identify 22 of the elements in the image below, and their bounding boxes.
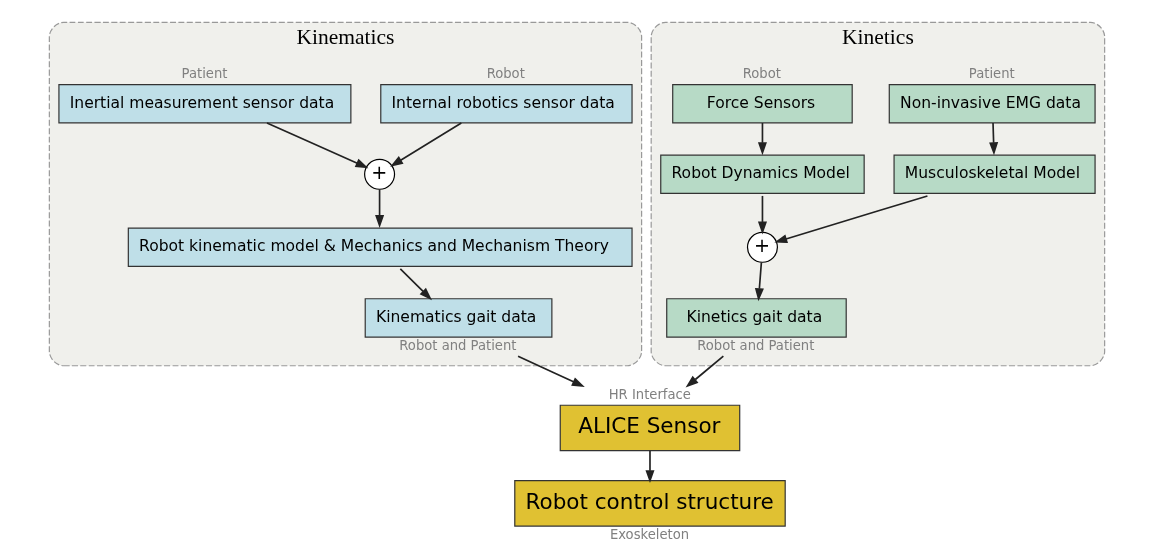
arrow	[757, 122, 767, 156]
node-label: Robot and Patient	[398, 337, 516, 353]
node-label: Patient	[968, 66, 1015, 82]
node-circle: +	[363, 158, 395, 190]
arrow	[773, 195, 928, 244]
node-label: Robot	[742, 66, 781, 82]
arrow	[389, 122, 462, 167]
arrow	[685, 355, 724, 388]
node-label: Patient	[181, 66, 227, 82]
arrow	[265, 122, 368, 169]
arrow	[754, 261, 764, 302]
node-label: HR Interface	[608, 387, 691, 403]
node-label: Robot and Patient	[696, 337, 814, 353]
node-label: Exoskeleton	[609, 526, 689, 542]
node-label: Robot	[486, 66, 525, 82]
arrow	[644, 449, 654, 484]
arrow	[988, 122, 998, 156]
node-circle: +	[746, 231, 778, 263]
arrow	[374, 188, 384, 229]
arrow	[757, 195, 767, 235]
arrow	[399, 268, 432, 301]
arrow	[516, 355, 585, 388]
